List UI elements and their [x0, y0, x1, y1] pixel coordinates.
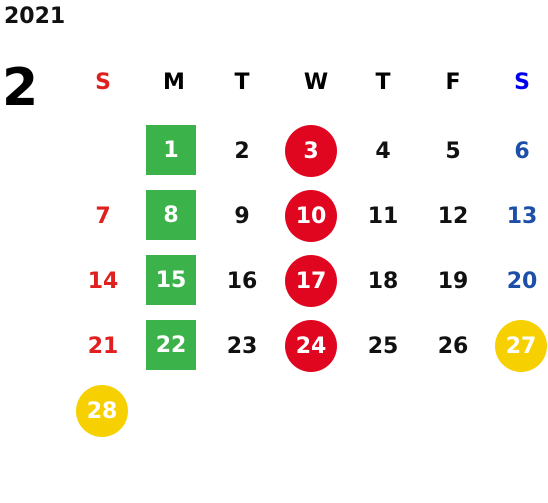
day-cell[interactable]: 6 — [514, 138, 530, 164]
day-cell[interactable]: 2 — [234, 138, 250, 164]
day-cell[interactable]: 17 — [285, 255, 337, 307]
weekday-monday: M — [163, 69, 185, 95]
day-cell[interactable]: 21 — [87, 333, 119, 359]
day-cell[interactable]: 22 — [146, 320, 196, 370]
day-cell[interactable]: 15 — [146, 255, 196, 305]
weekday-thursday: T — [375, 69, 391, 95]
day-cell[interactable]: 25 — [367, 333, 399, 359]
day-cell[interactable]: 14 — [87, 268, 119, 294]
weekday-wednesday: W — [303, 69, 329, 95]
day-cell[interactable]: 8 — [146, 190, 196, 240]
day-cell[interactable]: 27 — [495, 320, 547, 372]
day-cell[interactable]: 12 — [437, 203, 469, 229]
day-cell[interactable]: 10 — [285, 190, 337, 242]
day-cell[interactable]: 16 — [226, 268, 258, 294]
day-cell[interactable]: 13 — [506, 203, 538, 229]
day-cell[interactable]: 23 — [226, 333, 258, 359]
day-cell[interactable]: 26 — [437, 333, 469, 359]
day-cell[interactable]: 1 — [146, 125, 196, 175]
day-cell[interactable]: 3 — [285, 125, 337, 177]
day-cell[interactable]: 28 — [76, 385, 128, 437]
day-cell[interactable]: 18 — [367, 268, 399, 294]
day-cell[interactable]: 4 — [375, 138, 391, 164]
day-cell[interactable]: 7 — [95, 203, 111, 229]
weekday-sunday: S — [95, 69, 111, 95]
day-cell[interactable]: 19 — [437, 268, 469, 294]
day-cell[interactable]: 20 — [506, 268, 538, 294]
month-number: 2 — [2, 58, 39, 118]
weekday-tuesday: T — [234, 69, 250, 95]
day-cell[interactable]: 5 — [445, 138, 461, 164]
weekday-friday: F — [445, 69, 461, 95]
year-label: 2021 — [4, 4, 66, 29]
weekday-saturday: S — [514, 69, 530, 95]
day-cell[interactable]: 24 — [285, 320, 337, 372]
day-cell[interactable]: 9 — [234, 203, 250, 229]
day-cell[interactable]: 11 — [367, 203, 399, 229]
